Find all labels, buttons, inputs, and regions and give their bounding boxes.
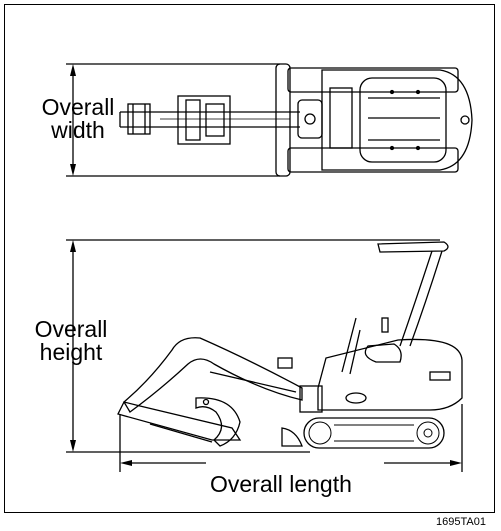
overall-height-line1: Overall — [34, 316, 108, 342]
side-swing-bracket — [299, 385, 323, 413]
top-control-box — [329, 87, 353, 149]
side-seat — [364, 343, 402, 363]
top-track-lower — [287, 147, 459, 173]
side-canopy — [377, 241, 449, 253]
overall-length-label: Overall length — [210, 471, 352, 497]
top-upper-body — [321, 69, 473, 171]
side-view — [66, 239, 463, 472]
top-view — [66, 63, 473, 177]
side-arm — [117, 401, 242, 441]
side-bucket — [195, 397, 241, 447]
width-dimension-arrow — [70, 64, 76, 176]
overall-width-label: Overall width — [28, 96, 128, 142]
side-lever — [341, 317, 357, 373]
side-canopy-post — [399, 250, 443, 347]
overall-width-line1: Overall — [41, 94, 115, 120]
side-arm-cylinder — [149, 423, 213, 443]
side-upper-body — [317, 338, 463, 411]
overall-height-label: Overall height — [26, 318, 116, 364]
side-dozer-blade — [281, 427, 303, 447]
figure-code: 1695TA01 — [436, 516, 486, 528]
side-boom-cylinder — [209, 371, 297, 393]
top-boom — [119, 95, 323, 145]
side-track-rollers — [308, 421, 440, 445]
side-boom — [123, 337, 303, 413]
top-blade — [275, 63, 291, 177]
figure-frame — [4, 4, 495, 513]
length-dimension-arrow — [120, 460, 462, 466]
side-track — [303, 417, 445, 449]
top-canopy-ribs — [368, 89, 440, 151]
top-seat — [359, 77, 447, 163]
height-dimension-arrow — [70, 240, 76, 452]
overall-width-line2: width — [51, 117, 105, 143]
top-track-upper — [287, 67, 459, 93]
overall-height-line2: height — [39, 339, 103, 365]
